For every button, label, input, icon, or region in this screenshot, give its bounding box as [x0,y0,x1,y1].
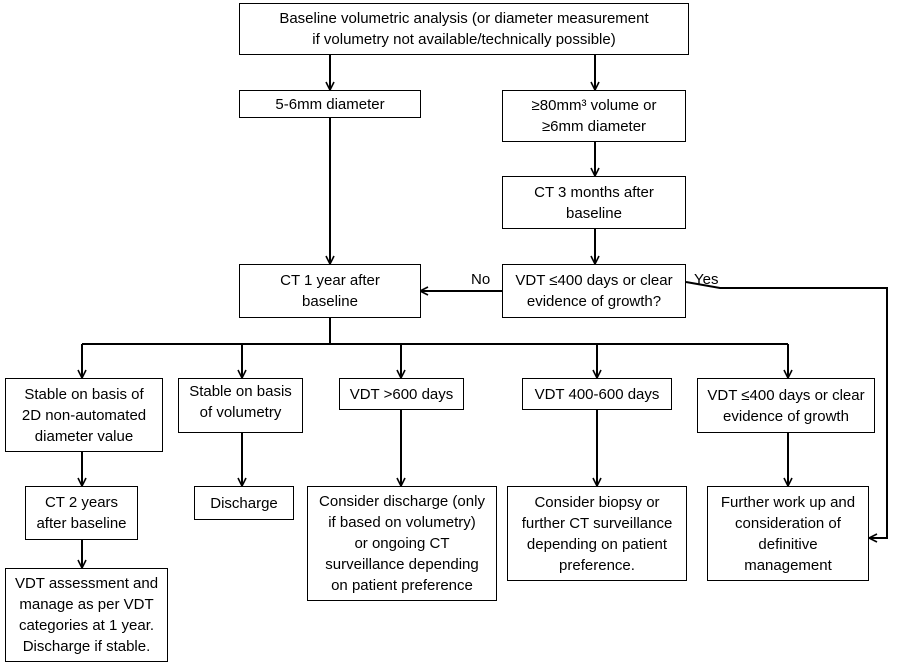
consider-biopsy-box: Consider biopsy or further CT surveillan… [507,486,687,581]
discharge-box: Discharge [194,486,294,520]
vdt-over-600-box: VDT >600 days [339,378,464,410]
no-label: No [471,271,491,288]
arrow-decision-yes [685,281,888,538]
further-workup-box: Further work up and consideration of def… [707,486,869,581]
vdt-400-600-box: VDT 400-600 days [522,378,672,410]
vdt-under-400-box: VDT ≤400 days or clear evidence of growt… [697,378,875,433]
ct-2-years-box: CT 2 years after baseline [25,486,138,540]
vdt-decision-box: VDT ≤400 days or clear evidence of growt… [502,264,686,318]
baseline-analysis-box: Baseline volumetric analysis (or diamete… [239,3,689,55]
ct-3-months-box: CT 3 months after baseline [502,176,686,229]
vdt-assessment-box: VDT assessment and manage as per VDT cat… [5,568,168,662]
ct-1-year-box: CT 1 year after baseline [239,264,421,318]
small-diameter-box: 5-6mm diameter [239,90,421,118]
stable-volumetry-box: Stable on basis of volumetry [178,378,303,433]
large-volume-box: ≥80mm³ volume or ≥6mm diameter [502,90,686,142]
consider-discharge-box: Consider discharge (only if based on vol… [307,486,497,601]
yes-label: Yes [694,271,719,288]
stable-2d-box: Stable on basis of 2D non-automated diam… [5,378,163,452]
